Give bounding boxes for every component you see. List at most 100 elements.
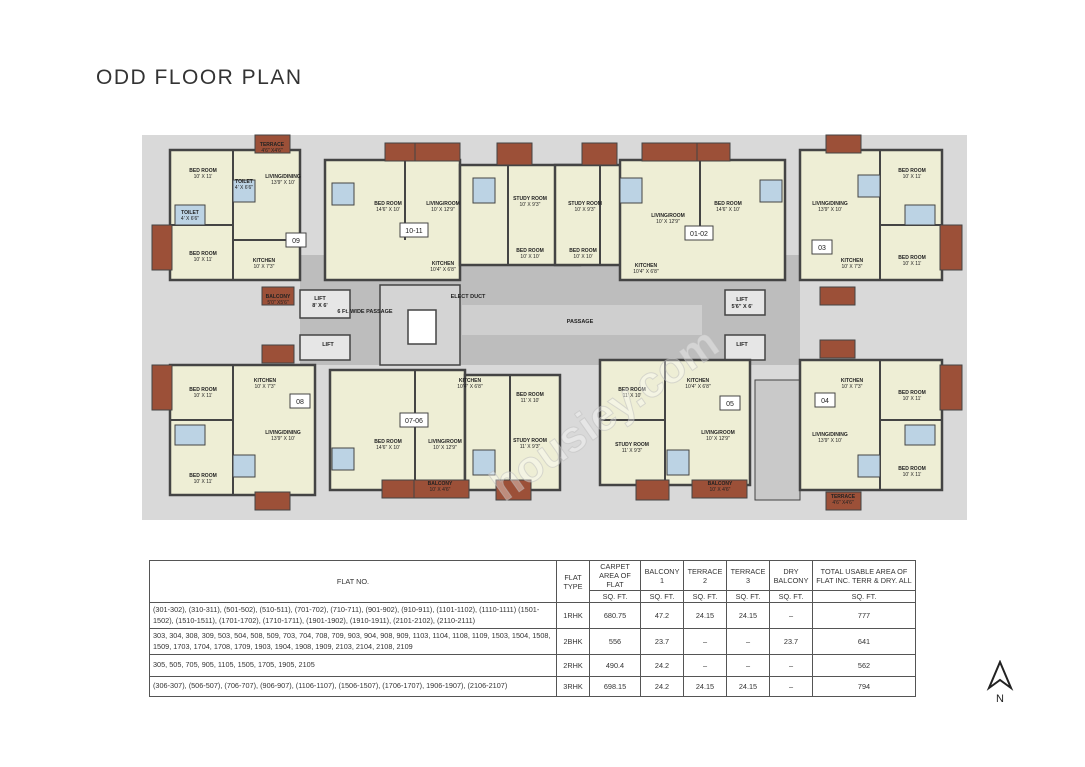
terrace3-area: 24.15 (726, 676, 770, 697)
unit-cell: SQ. FT. (640, 590, 684, 603)
room-dimension: 14'6" X 10' (716, 207, 740, 213)
room-name: STUDY ROOM (513, 438, 547, 444)
unit-tag-05 (719, 395, 741, 411)
room-dimension: 10' X 9'3" (575, 207, 596, 213)
terrace2-area: – (683, 654, 727, 677)
room-name: BED ROOM (898, 466, 926, 472)
room-name: KITCHEN (432, 261, 455, 267)
unit-label-0102: 01-02 (690, 231, 708, 238)
room-dimension: 10' X 11' (194, 174, 213, 180)
total-area: 794 (812, 676, 916, 697)
dry-area: – (769, 654, 813, 677)
room-dimension: 10' X 4'6" (430, 487, 451, 493)
lift-label-east: LIFT (736, 297, 748, 303)
lift-west-2 (299, 334, 351, 361)
terrace-0706 (381, 479, 415, 499)
room-name: STUDY ROOM (568, 201, 602, 207)
table-row: 305, 505, 705, 905, 1105, 1505, 1705, 19… (149, 654, 916, 677)
carpet-area: 680.75 (589, 602, 641, 629)
room-name: KITCHEN (459, 378, 482, 384)
room-dimension: 10'4" X 6'8" (633, 269, 659, 275)
toilet (472, 449, 496, 476)
wide-passage-label: 6 Ft. WIDE PASSAGE (337, 309, 393, 315)
unit-0706-block-a (328, 368, 467, 492)
unit-09-block (168, 148, 302, 282)
terrace2-area: – (683, 628, 727, 655)
room-dimension: 14'6" X 10' (376, 207, 400, 213)
unit-1011-block-a (323, 158, 462, 282)
flat-type: 2RHK (556, 654, 590, 677)
unit-tag-03 (811, 239, 833, 255)
total-area: 777 (812, 602, 916, 629)
stair-void (407, 309, 437, 345)
room-dimension: 10' X 7'3" (842, 384, 863, 390)
room-dimension: 10'4" X 6'8" (457, 384, 483, 390)
unit-cell: SQ. FT. (683, 590, 727, 603)
room-name: BALCONY (708, 481, 733, 487)
unit-label-08: 08 (296, 399, 304, 406)
header-dry: DRY BALCONY (769, 560, 813, 591)
room-dimension: 5'0" X5'6" (267, 300, 289, 306)
flat-list: 303, 304, 308, 309, 503, 504, 508, 509, … (149, 628, 557, 655)
flat-list: (306-307), (506-507), (706-707), (906-90… (149, 676, 557, 697)
room-name: BED ROOM (898, 255, 926, 261)
lift-dim-east: 5'6" X 6' (731, 304, 753, 310)
terrace-0102-2 (581, 142, 618, 166)
terrace-04-east (939, 364, 963, 411)
terrace2-area: 24.15 (683, 676, 727, 697)
table-unit-row: SQ. FT. SQ. FT. SQ. FT. SQ. FT. SQ. FT. … (150, 590, 916, 603)
lift-east-2 (724, 334, 766, 361)
unit-tag-0706 (399, 412, 429, 428)
toilet (232, 179, 256, 203)
header-balcony: BALCONY 1 (640, 560, 684, 591)
room-name: BED ROOM (898, 168, 926, 174)
unit-label-1011: 10-11 (405, 228, 422, 235)
room-name: BALCONY (428, 481, 453, 487)
room-name: KITCHEN (253, 258, 276, 264)
room-dimension: 10' X 11' (903, 396, 922, 402)
room-name: BED ROOM (898, 390, 926, 396)
carpet-area: 556 (589, 628, 641, 655)
room-dimension: 10' X 7'3" (255, 384, 276, 390)
carpet-area: 490.4 (589, 654, 641, 677)
balcony-0102 (641, 142, 698, 162)
lift-label-2: LIFT (322, 342, 334, 348)
room-name: TERRACE (260, 142, 285, 148)
room-dimension: 10' X 10' (573, 254, 592, 260)
terrace-1011-2 (496, 142, 533, 166)
toilet (331, 182, 355, 206)
room-dimension: 10' X 11' (194, 479, 213, 485)
header-terrace3: TERRACE 3 (726, 560, 770, 591)
balcony-05 (691, 479, 748, 499)
flat-list: (301-302), (310-311), (501-502), (510-51… (149, 602, 557, 629)
room-dimension: 10' X 11' (194, 393, 213, 399)
unit-cell: SQ. FT. (589, 590, 641, 603)
unit-tag-1011 (399, 222, 429, 238)
terrace-08-west (151, 364, 173, 411)
terrace3-area: 24.15 (726, 602, 770, 629)
room-name: BED ROOM (714, 201, 742, 207)
toilet (857, 454, 881, 478)
room-name: KITCHEN (841, 378, 864, 384)
room-name: LIVING/DINING (265, 174, 301, 180)
table-row: (301-302), (310-311), (501-502), (510-51… (149, 602, 916, 629)
terrace-03-east (939, 224, 963, 271)
room-dimension: 10' X 11' (903, 174, 922, 180)
toilet (904, 424, 936, 446)
terrace3-area: – (726, 654, 770, 677)
lift-label: LIFT (314, 296, 326, 302)
unit-tag-0102 (684, 225, 714, 241)
dry-area: 23.7 (769, 628, 813, 655)
room-name: BED ROOM (516, 392, 544, 398)
room-name: TOILET (181, 210, 199, 216)
flat-list: 305, 505, 705, 905, 1105, 1505, 1705, 19… (149, 654, 557, 677)
room-name: TERRACE (831, 494, 856, 500)
room-dimension: 10' X 12'9" (431, 207, 455, 213)
room-name: KITCHEN (687, 378, 710, 384)
room-name: LIVING/ROOM (701, 430, 735, 436)
toilet (666, 449, 690, 476)
page-title: ODD FLOOR PLAN (96, 66, 303, 89)
room-dimension: 10' X 7'3" (254, 264, 275, 270)
toilet (232, 454, 256, 478)
